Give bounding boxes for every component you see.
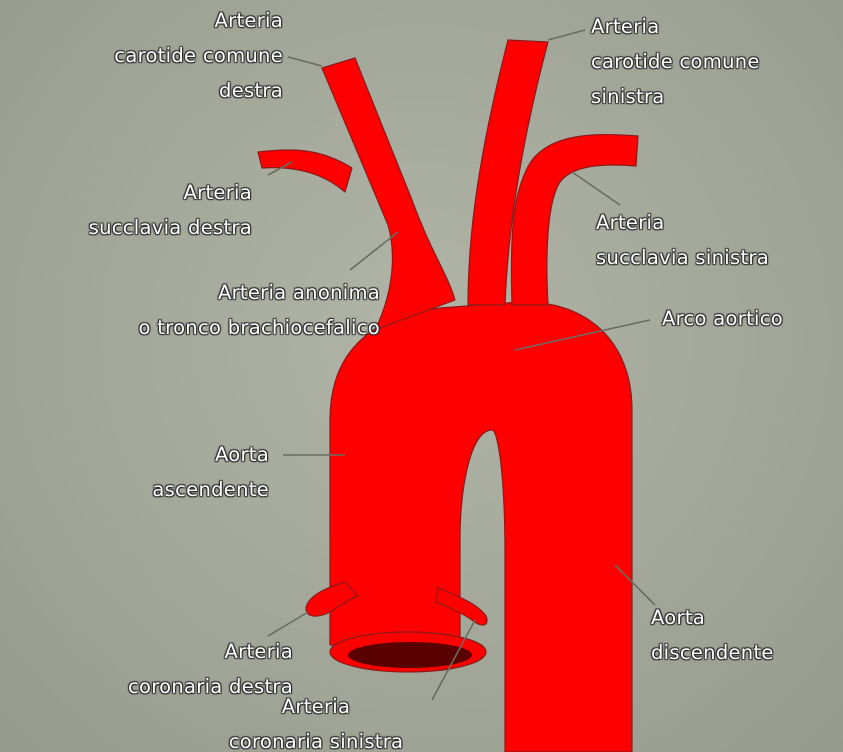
right-subclavian-shape [258,150,352,192]
label-line: Arteria [591,9,760,44]
label-line: succlavia destra [89,210,252,245]
leader-anonima [350,232,398,270]
label-line: Arteria [596,205,769,240]
label-line: Aorta [651,600,774,635]
label-line: Arco aortico [662,301,783,336]
label-arco: Arco aortico [662,301,783,336]
label-line: succlavia sinistra [596,240,769,275]
leader-succlavia-sinistra [572,172,620,205]
label-line: Arteria [114,3,283,38]
label-line: o tronco brachiocefalico [139,310,381,345]
label-succlavia-destra: Arteria succlavia destra [89,175,252,245]
label-carotide-destra: Arteria carotide comune destra [114,3,283,108]
label-line: Arteria [190,689,442,724]
label-line: coronaria sinistra [190,724,442,752]
label-line: discendente [651,635,774,670]
label-line: ascendente [152,472,269,507]
label-line: sinistra [591,79,760,114]
label-line: carotide comune [591,44,760,79]
label-succlavia-sinistra: Arteria succlavia sinistra [596,205,769,275]
label-line: Arteria [89,175,252,210]
aorta-arch-shape [330,302,632,752]
label-coronaria-sinistra: Arteria coronaria sinistra [190,689,442,752]
label-ascendente: Aorta ascendente [152,437,269,507]
aortic-valve-opening [348,642,472,668]
label-line: Arteria anonima [139,275,381,310]
leader-coronaria-destra [268,612,308,636]
label-carotide-sinistra: Arteria carotide comune sinistra [591,9,760,114]
label-line: carotide comune [114,38,283,73]
leader-carotide-destra [288,57,322,66]
label-discendente: Aorta discendente [651,600,774,670]
label-line: Arteria [128,634,293,669]
label-line: destra [114,73,283,108]
label-line: Aorta [152,437,269,472]
leader-carotide-sinistra [548,30,585,40]
label-anonima: Arteria anonima o tronco brachiocefalico [139,275,381,345]
